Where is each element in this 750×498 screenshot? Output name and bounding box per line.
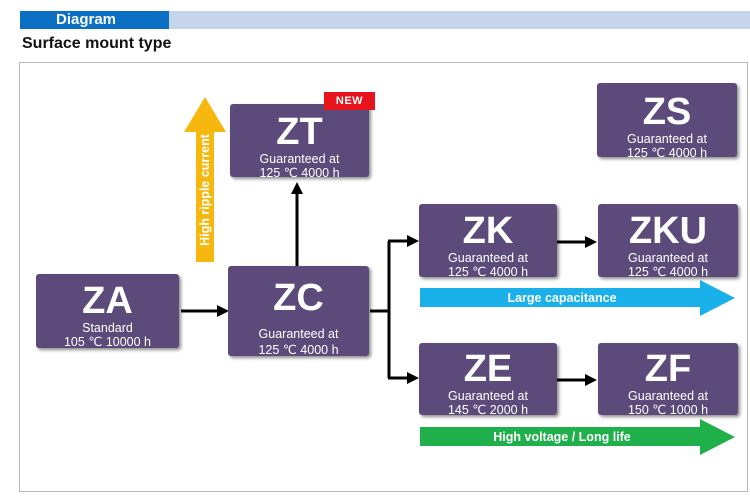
series-code: ZF: [644, 348, 692, 390]
large-capacitance-label: Large capacitance: [507, 291, 616, 305]
series-line1: Guaranteed at: [628, 389, 708, 403]
series-line2: 125 ℃ 4000 h: [447, 265, 529, 279]
series-line2: 105 ℃ 10000 h: [63, 335, 152, 349]
series-line2: 125 ℃ 4000 h: [259, 166, 340, 180]
header-bar: [20, 11, 750, 29]
series-box-zt: ZT Guaranteed at 125 ℃ 4000 h: [230, 104, 369, 180]
ripple-current-arrow: [184, 97, 226, 262]
series-line2: 125 ℃ 4000 h: [627, 265, 709, 279]
series-line1: Guaranteed at: [258, 327, 339, 341]
series-code: ZKU: [628, 210, 708, 252]
series-code: ZA: [82, 280, 133, 322]
series-line1: Guaranteed at: [448, 251, 528, 265]
series-line1: Guaranteed at: [259, 152, 340, 166]
series-box-zku: ZKU Guaranteed at 125 ℃ 4000 h: [598, 204, 738, 279]
series-box-za: ZA Standard 105 ℃ 10000 h: [36, 274, 179, 349]
series-code: ZS: [642, 91, 692, 133]
series-box-zc: ZC Guaranteed at 125 ℃ 4000 h: [228, 266, 369, 357]
ripple-current-label: High ripple current: [198, 133, 212, 246]
series-box-zf: ZF Guaranteed at 150 ℃ 1000 h: [598, 343, 738, 417]
high-voltage-label: High voltage / Long life: [493, 430, 631, 444]
series-code: ZC: [273, 277, 324, 319]
series-line2: 125 ℃ 4000 h: [626, 146, 708, 160]
diagram-frame: [19, 62, 748, 492]
series-line2: 150 ℃ 1000 h: [627, 403, 709, 417]
series-line2: 145 ℃ 2000 h: [447, 403, 529, 417]
series-box-ze: ZE Guaranteed at 145 ℃ 2000 h: [419, 343, 557, 417]
new-badge: NEW: [324, 92, 375, 110]
series-code: ZT: [276, 111, 323, 153]
series-line2: 125 ℃ 4000 h: [258, 343, 339, 357]
series-line1: Guaranteed at: [628, 251, 708, 265]
series-code: ZE: [463, 348, 513, 390]
series-box-zk: ZK Guaranteed at 125 ℃ 4000 h: [419, 204, 557, 279]
series-box-zs: ZS Guaranteed at 125 ℃ 4000 h: [597, 83, 737, 160]
series-line1: Guaranteed at: [627, 132, 707, 146]
series-code: ZK: [462, 210, 514, 252]
high-voltage-arrow: [420, 419, 735, 455]
header-tab-diagram: Diagram: [20, 11, 169, 29]
series-line1: Guaranteed at: [448, 389, 528, 403]
section-subtitle: Surface mount type: [22, 35, 172, 52]
large-capacitance-arrow: [420, 280, 735, 316]
series-line1: Standard: [82, 321, 133, 335]
